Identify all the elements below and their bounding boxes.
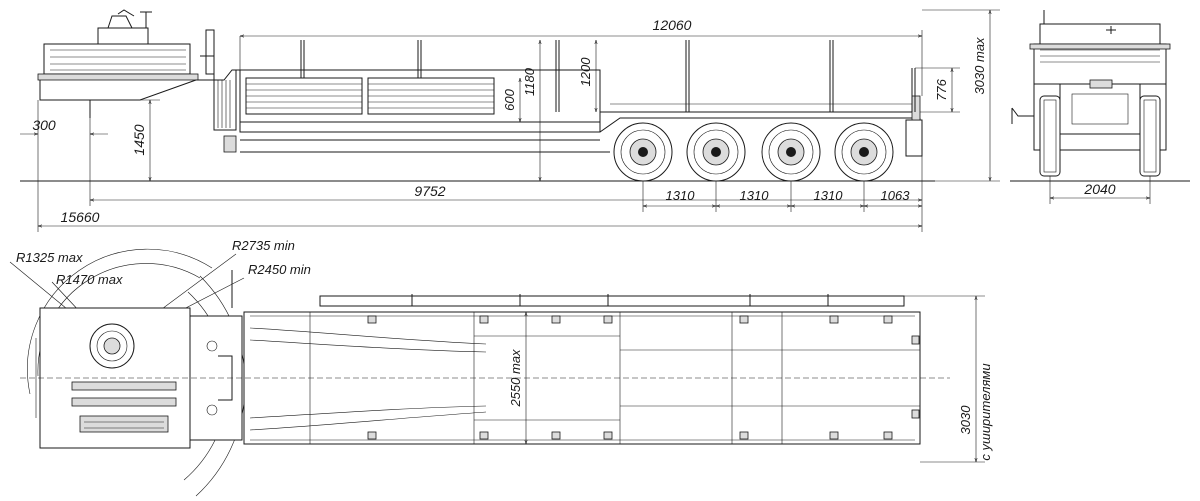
dim-rear-overhang: 1063	[881, 188, 911, 203]
wheel-axle-2	[686, 122, 746, 182]
dim-axle-spacing-3: 1310	[814, 188, 844, 203]
turning-radius-3: R2735 min	[232, 238, 295, 253]
turning-radius-1: R1325 max	[16, 250, 83, 265]
rear-view: 2040	[1010, 10, 1190, 204]
dim-deck-length: 12060	[239, 17, 923, 96]
dim-overall-length-label: 15660	[61, 209, 100, 225]
dim-stake-height-1180: 1180	[522, 67, 537, 96]
dim-extended-width-note: с уширителями	[978, 363, 993, 460]
dim-extended-width: 3030 с уширителями	[904, 295, 993, 463]
gooseneck-top	[35, 270, 243, 449]
dim-rear-height: 776	[915, 67, 960, 113]
wheel-axle-4	[834, 122, 894, 182]
dim-stake-height-600: 600	[502, 88, 517, 110]
dim-front-overhang: 300	[20, 117, 108, 134]
dim-deck-length-label: 12060	[653, 17, 692, 33]
wheel-axle-3	[761, 122, 821, 182]
dim-axle-spacing: 1310 1310 1310 1063	[642, 181, 922, 212]
dim-axle-spacing-2: 1310	[740, 188, 770, 203]
dim-track-width-label: 2040	[1083, 181, 1115, 197]
dim-fifth-wheel-height-label: 1450	[131, 124, 147, 155]
top-view: R1325 max R1470 max R2735 min R2450 min	[9, 238, 993, 497]
dim-body-width-label: 2550 max	[508, 349, 523, 408]
dim-body-width: 2550 max	[508, 312, 526, 444]
dim-max-height: 3030 max	[922, 9, 1000, 182]
side-view: 12060 15660 9752 300 1450	[20, 9, 1000, 232]
dim-stake-height-1200: 1200	[578, 57, 593, 87]
dim-kingpin-rear-label: 9752	[414, 183, 445, 199]
dim-stake-heights: 600 1180 1200	[502, 40, 596, 181]
dim-rear-height-label: 776	[934, 78, 949, 100]
stakes	[300, 40, 916, 112]
dim-fifth-wheel-height: 1450	[80, 99, 160, 181]
side-wheels	[613, 122, 894, 182]
dim-max-height-label: 3030 max	[972, 37, 987, 95]
dim-axle-spacing-1: 1310	[666, 188, 696, 203]
dim-overall-length: 15660	[37, 100, 923, 232]
dim-front-overhang-label: 300	[32, 117, 56, 133]
turning-radius-4: R2450 min	[248, 262, 311, 277]
deck-top	[20, 294, 950, 445]
wheel-axle-1	[613, 122, 673, 182]
gooseneck	[37, 9, 246, 153]
turning-radius-2: R1470 max	[56, 272, 123, 287]
dim-extended-width-label: 3030	[958, 405, 973, 435]
